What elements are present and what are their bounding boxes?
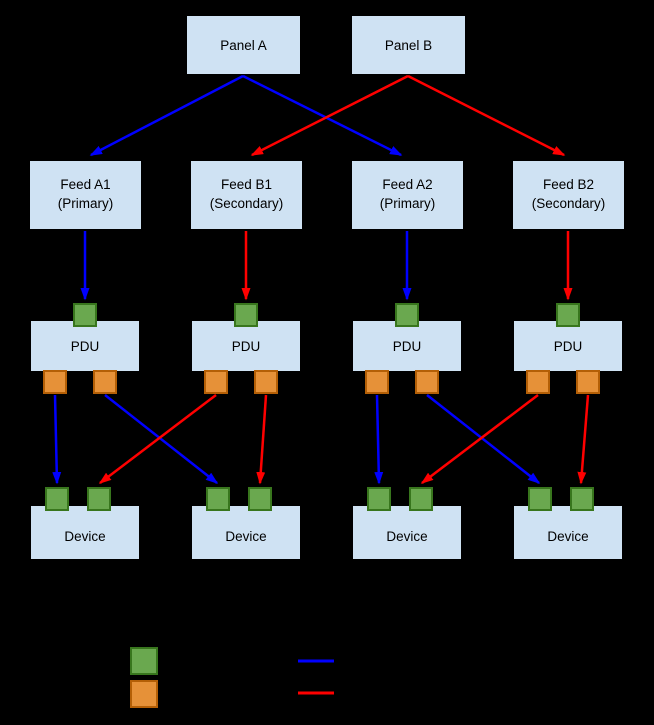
pdu-2-input-port	[234, 303, 258, 327]
device-4-input-port-left	[528, 487, 552, 511]
panel-a-node: Panel A	[186, 15, 301, 75]
feed-a2-name: Feed A2	[382, 177, 433, 193]
arrow-pdu4-to-device3	[420, 394, 539, 484]
feed-a2-role: (Primary)	[379, 196, 436, 211]
device-3-node: Device	[352, 505, 462, 560]
pdu-1-input-port	[73, 303, 97, 327]
pdu-3-label: PDU	[392, 338, 422, 354]
panel-b-node: Panel B	[351, 15, 466, 75]
feed-b2-name: Feed B2	[542, 177, 595, 193]
arrow-pdu1-to-device1	[52, 394, 62, 485]
pdu-4-output-port-left	[526, 370, 550, 394]
pdu-2-output-port-right	[254, 370, 278, 394]
device-2-input-port-right	[248, 487, 272, 511]
legend-green-port-swatch	[130, 647, 158, 675]
pdu-2-label: PDU	[231, 338, 261, 354]
feed-b2-node: Feed B2 (Secondary)	[512, 160, 625, 230]
legend-orange-port-swatch	[130, 680, 158, 708]
arrow-pdu2-to-device1	[98, 394, 217, 484]
feed-b2-role: (Secondary)	[531, 196, 606, 211]
feed-b1-role: (Secondary)	[209, 196, 284, 211]
arrow-pdu3-to-device3	[374, 394, 384, 485]
panel-b-label: Panel B	[384, 37, 433, 53]
panel-a-label: Panel A	[220, 37, 267, 53]
arrow-panel-b-to-feed-b2	[407, 74, 566, 157]
device-3-input-port-left	[367, 487, 391, 511]
pdu-3-output-port-right	[415, 370, 439, 394]
arrow-panel-a-to-feed-a2	[242, 74, 403, 157]
feed-a1-role: (Primary)	[57, 196, 114, 211]
arrow-pdu4-to-device4	[577, 394, 590, 485]
pdu-3-output-port-left	[365, 370, 389, 394]
feed-b1-name: Feed B1	[220, 177, 273, 193]
feed-a2-node: Feed A2 (Primary)	[351, 160, 464, 230]
device-4-node: Device	[513, 505, 623, 560]
feed-b1-node: Feed B1 (Secondary)	[190, 160, 303, 230]
device-2-label: Device	[225, 529, 267, 544]
pdu-4-label: PDU	[553, 338, 583, 354]
pdu-1-output-port-right	[93, 370, 117, 394]
device-3-input-port-right	[409, 487, 433, 511]
device-2-node: Device	[191, 505, 301, 560]
pdu-4-node: PDU	[513, 320, 623, 372]
feed-a1-name: Feed A1	[60, 177, 111, 193]
device-1-node: Device	[30, 505, 140, 560]
pdu-2-node: PDU	[191, 320, 301, 372]
device-2-input-port-left	[206, 487, 230, 511]
pdu-2-output-port-left	[204, 370, 228, 394]
pdu-3-input-port	[395, 303, 419, 327]
pdu-1-node: PDU	[30, 320, 140, 372]
arrow-pdu3-to-device4	[426, 394, 541, 484]
device-1-label: Device	[64, 529, 106, 544]
arrow-panel-a-to-feed-a1	[89, 74, 244, 157]
device-1-input-port-right	[87, 487, 111, 511]
feed-a1-node: Feed A1 (Primary)	[29, 160, 142, 230]
pdu-1-label: PDU	[70, 338, 100, 354]
arrow-panel-b-to-feed-b1	[250, 74, 409, 157]
pdu-3-node: PDU	[352, 320, 462, 372]
device-4-input-port-right	[570, 487, 594, 511]
arrow-pdu1-to-device2	[104, 394, 219, 484]
device-4-label: Device	[547, 529, 589, 544]
device-1-input-port-left	[45, 487, 69, 511]
pdu-4-output-port-right	[576, 370, 600, 394]
pdu-4-input-port	[556, 303, 580, 327]
device-3-label: Device	[386, 529, 428, 544]
pdu-1-output-port-left	[43, 370, 67, 394]
arrow-pdu2-to-device2	[256, 394, 268, 485]
